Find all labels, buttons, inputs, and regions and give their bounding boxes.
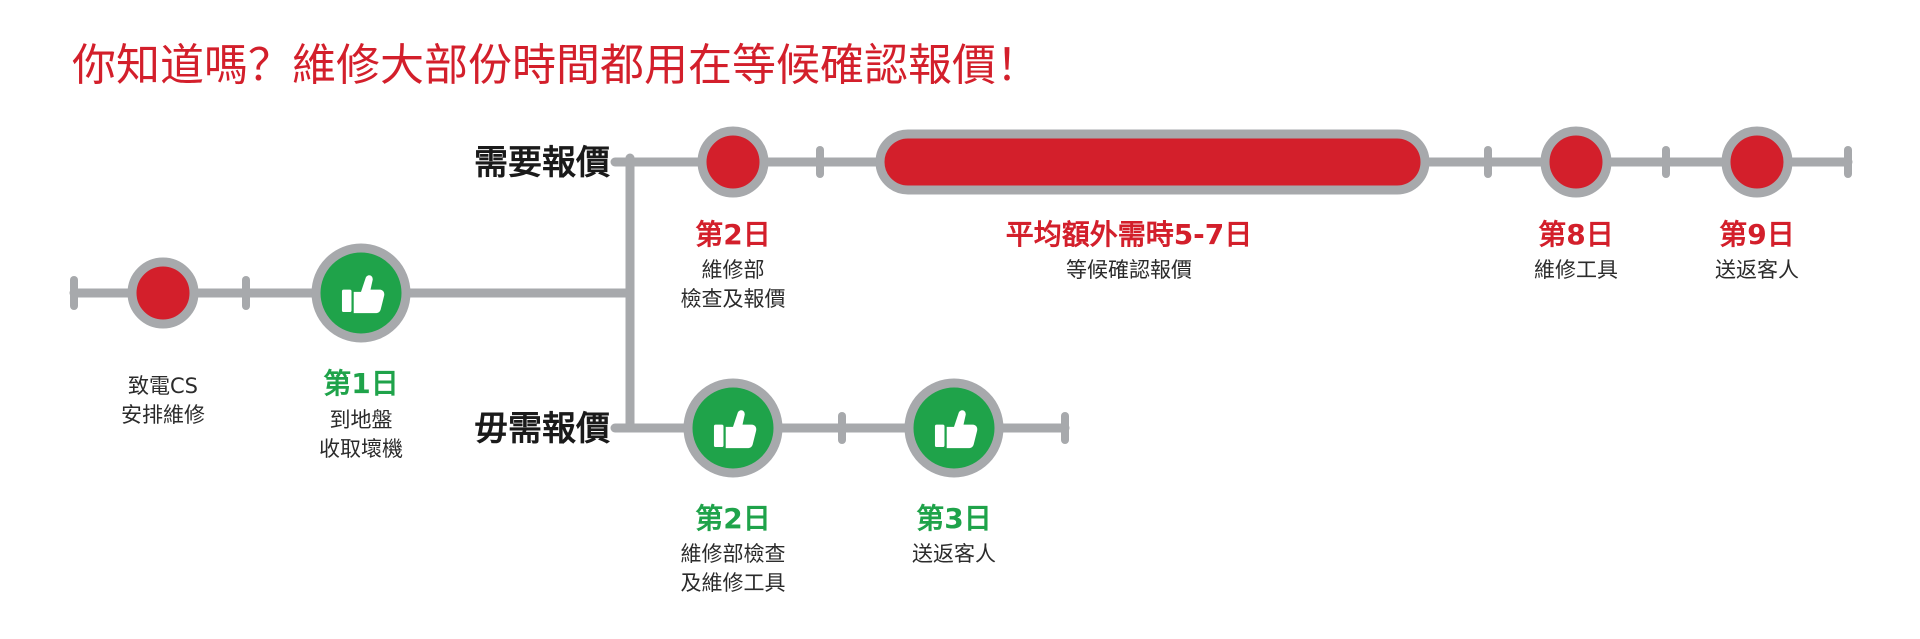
- branch-label-quote-needed: 需要報價: [474, 143, 610, 183]
- step-quote-day8: 第8日 維修工具: [1534, 126, 1618, 282]
- step-desc: 檢查及報價: [681, 287, 786, 311]
- step-noquote-day3: 第3日 送返客人: [904, 378, 1004, 566]
- step-desc: 送返客人: [1715, 258, 1799, 282]
- waiting-bar: [875, 129, 1430, 195]
- step-desc: 等候確認報價: [1066, 258, 1192, 282]
- track-ticks: [70, 146, 1852, 444]
- step-day1: 第1日 到地盤 收取壞機: [311, 243, 411, 461]
- step-desc: 維修部檢查: [681, 542, 786, 566]
- step-day: 第2日: [695, 502, 770, 535]
- step-day: 第2日: [695, 218, 770, 251]
- step-desc: 收取壞機: [319, 437, 403, 461]
- page-title: 你知道嗎？維修大部份時間都用在等候確認報價！: [72, 40, 1040, 91]
- step-desc: 維修工具: [1534, 258, 1618, 282]
- step-desc: 及維修工具: [681, 571, 786, 595]
- step-desc: 送返客人: [912, 542, 996, 566]
- step-day: 第1日: [323, 367, 398, 400]
- red-dot-icon: [1721, 126, 1793, 198]
- step-day: 第3日: [916, 502, 991, 535]
- step-day: 第8日: [1538, 218, 1613, 251]
- step-quote-wait: 平均額外需時5-7日 等候確認報價: [875, 129, 1430, 282]
- step-desc: 致電CS: [128, 374, 198, 398]
- red-dot-icon: [1540, 126, 1612, 198]
- step-day: 平均額外需時5-7日: [1006, 218, 1253, 251]
- step-desc: 安排維修: [121, 403, 205, 427]
- red-dot-icon: [697, 126, 769, 198]
- step-quote-day9: 第9日 送返客人: [1715, 126, 1799, 282]
- branch-label-no-quote: 毋需報價: [474, 409, 610, 449]
- red-dot-icon: [127, 257, 199, 329]
- step-quote-day2: 第2日 維修部 檢查及報價: [681, 126, 786, 311]
- step-desc: 維修部: [702, 258, 765, 282]
- step-day: 第9日: [1719, 218, 1794, 251]
- step-call-cs: 致電CS 安排維修: [121, 257, 205, 427]
- step-desc: 到地盤: [330, 408, 393, 432]
- step-noquote-day2: 第2日 維修部檢查 及維修工具: [681, 378, 786, 595]
